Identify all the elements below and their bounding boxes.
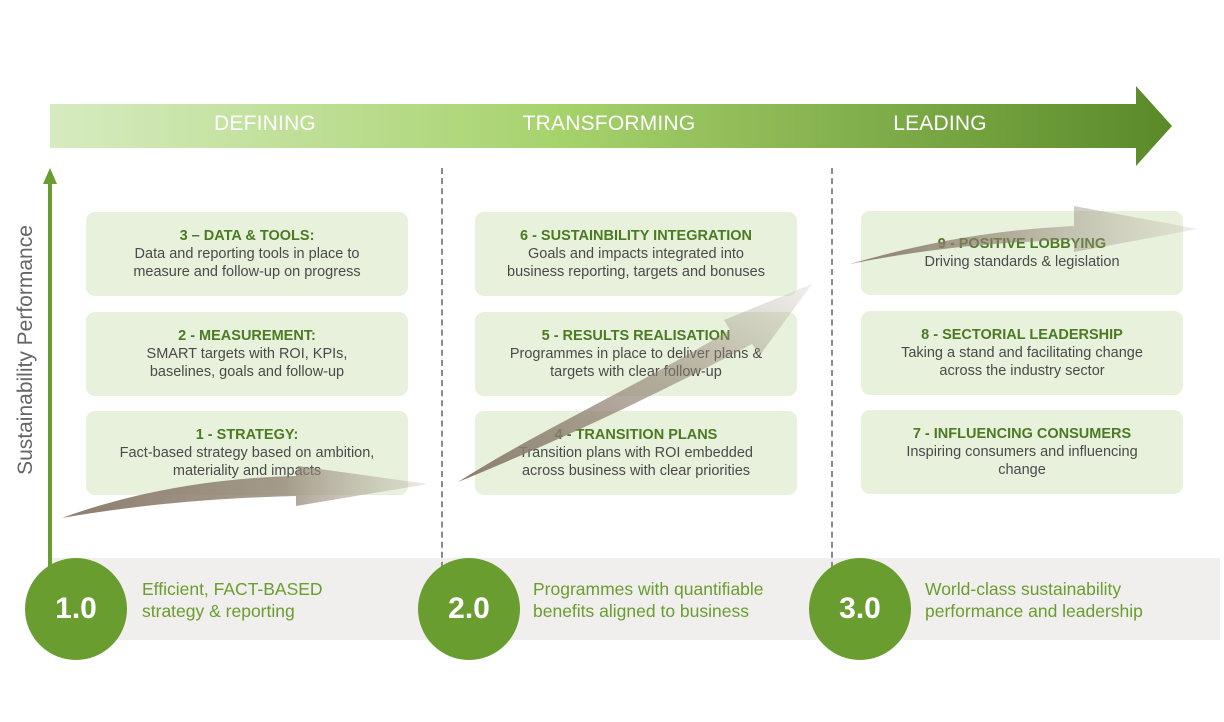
level-description-1: Efficient, FACT-BASED strategy & reporti… xyxy=(142,579,323,621)
progression-arrow xyxy=(50,86,1172,166)
step-box-4-transition-plans: 4 - TRANSITION PLANS Transition plans wi… xyxy=(475,411,797,495)
level-circle-2: 2.0 xyxy=(418,558,520,660)
level-description-2: Programmes with quantifiable benefits al… xyxy=(533,579,764,621)
phase-divider-2 xyxy=(831,168,833,578)
step-box-3-data-tools: 3 – DATA & TOOLS: Data and reporting too… xyxy=(86,212,408,296)
phase-label-defining: DEFINING xyxy=(214,112,316,135)
level-circle-1: 1.0 xyxy=(25,558,127,660)
step-box-1-strategy: 1 - STRATEGY: Fact-based strategy based … xyxy=(86,411,408,495)
phase-label-transforming: TRANSFORMING xyxy=(522,112,696,135)
phase-label-leading: LEADING xyxy=(893,112,987,135)
step-box-7-influencing-consumers: 7 - INFLUENCING CONSUMERS Inspiring cons… xyxy=(861,410,1183,494)
step-box-6-sustainability-integration: 6 - SUSTAINBILITY INTEGRATION Goals and … xyxy=(475,212,797,296)
y-axis-arrow xyxy=(43,168,57,568)
step-box-2-measurement: 2 - MEASUREMENT: SMART targets with ROI,… xyxy=(86,312,408,396)
level-band xyxy=(52,558,1220,640)
step-box-8-sectorial-leadership: 8 - SECTORIAL LEADERSHIP Taking a stand … xyxy=(861,311,1183,395)
phase-divider-1 xyxy=(441,168,443,578)
step-box-9-positive-lobbying: 9 - POSITIVE LOBBYING Driving standards … xyxy=(861,211,1183,295)
level-description-3: World-class sustainability performance a… xyxy=(925,579,1143,621)
step-box-5-results-realisation: 5 - RESULTS REALISATION Programmes in pl… xyxy=(475,312,797,396)
level-circle-3: 3.0 xyxy=(809,558,911,660)
